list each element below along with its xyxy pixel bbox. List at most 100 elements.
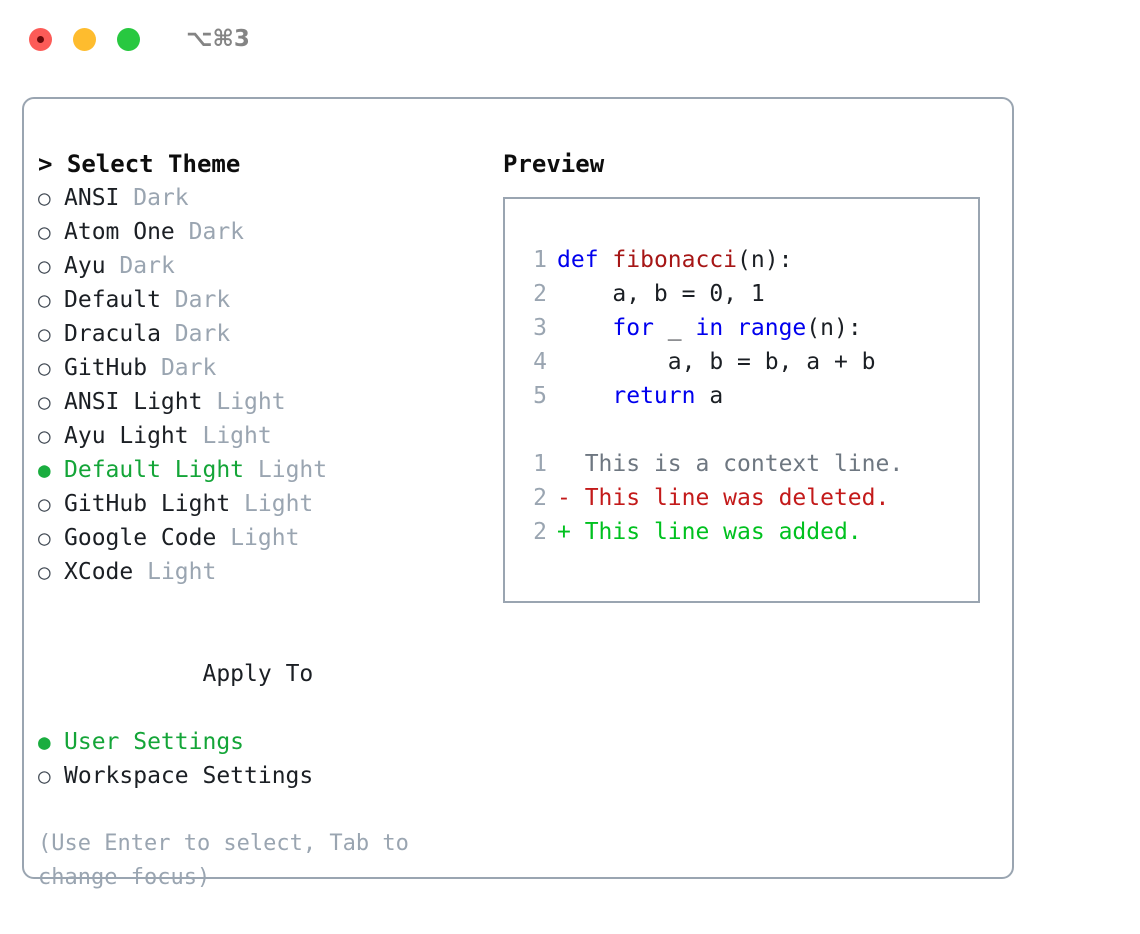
theme-option-badge: Light: [257, 457, 328, 483]
theme-option-label: Google Code: [64, 525, 217, 551]
theme-option-default-light[interactable]: ● Default Light Light: [38, 453, 502, 487]
keyboard-shortcut-label: ⌥⌘3: [186, 26, 250, 52]
theme-option-badge: Light: [244, 491, 314, 517]
minimize-button[interactable]: [73, 27, 96, 51]
theme-option-badge: Light: [147, 559, 217, 585]
apply-to-title-indent: [176, 657, 202, 691]
code-line: 5 return a: [517, 379, 978, 413]
label-gap: [244, 453, 258, 487]
apply-to-option-user-settings[interactable]: ●User Settings: [38, 725, 502, 759]
theme-option-dracula[interactable]: ○Dracula Dark: [38, 317, 502, 351]
theme-option-label: GitHub Light: [64, 491, 231, 517]
diff-sign: -: [557, 485, 571, 511]
theme-option-google-code[interactable]: ○ Google Code Light: [38, 521, 502, 555]
code-token: a: [695, 383, 724, 409]
diff-line: 2- This line was deleted.: [517, 481, 978, 515]
code-token: [723, 315, 737, 341]
maximize-button[interactable]: [117, 27, 140, 51]
theme-option-atom-one[interactable]: ○Atom One Dark: [38, 215, 502, 249]
code-line: 1 def fibonacci(n):: [517, 243, 978, 277]
radio-unselected-icon: ○: [38, 492, 51, 516]
code-token: (n):: [806, 315, 862, 341]
radio-unselected-icon: ○: [38, 390, 51, 414]
code-line-number: 4: [533, 349, 547, 375]
theme-option-badge: Light: [230, 525, 300, 551]
apply-to-title-text: Apply To: [202, 661, 314, 687]
preview-title: Preview: [503, 150, 605, 178]
code-token: fibonacci: [612, 247, 738, 273]
theme-option-github-light[interactable]: ○ GitHub Light Light: [38, 487, 502, 521]
diff-line: 1 This is a context line.: [517, 447, 978, 481]
label-gap: [106, 249, 120, 283]
label-gap: [119, 181, 133, 215]
apply-to-option-workspace-settings[interactable]: ○Workspace Settings: [38, 759, 502, 793]
apply-to-option-label: Workspace Settings: [64, 763, 314, 789]
diff-sample: 1 This is a context line.2- This line wa…: [517, 447, 978, 549]
radio-unselected-icon: ○: [38, 288, 51, 312]
code-token: _: [653, 315, 696, 341]
theme-option-ayu-light[interactable]: ○Ayu Light Light: [38, 419, 502, 453]
code-token: range: [737, 315, 807, 341]
radio-unselected-icon: ○: [38, 322, 51, 346]
main-panel: > Select Theme ○ANSI Dark○Atom One Dark○…: [22, 97, 1014, 890]
code-line: 2 a, b = 0, 1: [517, 277, 978, 311]
diff-line: 2+ This line was added.: [517, 515, 978, 549]
theme-option-github[interactable]: ○GitHub Dark: [38, 351, 502, 385]
theme-option-ansi[interactable]: ○ANSI Dark: [38, 181, 502, 215]
theme-option-label: ANSI Light: [64, 389, 203, 415]
code-token: a, b = b, a + b: [557, 349, 876, 375]
label-gap: [161, 317, 175, 351]
code-token: (n):: [737, 247, 793, 273]
diff-line-number: 2: [533, 485, 547, 511]
theme-option-badge: Dark: [174, 321, 231, 347]
diff-line-text: This is a context line.: [570, 451, 904, 477]
code-token: [557, 315, 612, 341]
code-token: for: [612, 315, 654, 341]
radio-unselected-icon: ○: [38, 424, 51, 448]
diff-sign: +: [557, 519, 571, 545]
code-line-number: 1: [533, 247, 547, 273]
code-token: [557, 383, 612, 409]
radio-unselected-icon: ○: [38, 560, 51, 584]
radio-unselected-icon: ○: [38, 186, 51, 210]
apply-to-option-label: User Settings: [64, 729, 245, 755]
code-token: def: [557, 247, 599, 273]
label-gap: [147, 351, 161, 385]
radio-unselected-icon: ○: [38, 220, 51, 244]
diff-line-text: This line was deleted.: [570, 485, 890, 511]
window-controls: [29, 27, 140, 51]
theme-option-label: GitHub: [64, 355, 148, 381]
code-line-number: 5: [533, 383, 547, 409]
section-spacer: [38, 589, 502, 623]
theme-option-list[interactable]: ○ANSI Dark○Atom One Dark○Ayu Dark○Defaul…: [38, 181, 502, 589]
code-line-text: for _ in range(n):: [557, 311, 862, 345]
code-line-text: a, b = 0, 1: [557, 277, 764, 311]
close-button[interactable]: [29, 27, 52, 51]
code-line: 3 for _ in range(n):: [517, 311, 978, 345]
theme-option-ayu[interactable]: ○Ayu Dark: [38, 249, 502, 283]
theme-option-xcode[interactable]: ○XCode Light: [38, 555, 502, 589]
code-line: 4 a, b = b, a + b: [517, 345, 978, 379]
close-icon: [37, 35, 44, 43]
label-gap: [189, 419, 203, 453]
label-gap: [133, 555, 147, 589]
theme-option-label: Default: [64, 287, 161, 313]
select-theme-header: > Select Theme: [38, 150, 241, 178]
theme-option-badge: Dark: [133, 185, 189, 211]
radio-selected-icon: ●: [38, 458, 51, 482]
code-line-number: 2: [533, 281, 547, 307]
label-gap: [230, 487, 244, 521]
theme-option-ansi-light[interactable]: ○ ANSI Light Light: [38, 385, 502, 419]
theme-option-label: Default Light: [64, 457, 245, 483]
apply-to-option-list[interactable]: ●User Settings○Workspace Settings: [38, 725, 502, 793]
code-token: return: [612, 383, 696, 409]
radio-unselected-icon: ○: [38, 526, 51, 550]
theme-option-default[interactable]: ○Default Dark: [38, 283, 502, 317]
diff-line-number: 1: [533, 451, 547, 477]
theme-option-label: Ayu: [64, 253, 106, 279]
diff-line-text: This line was added.: [570, 519, 862, 545]
code-token: in: [695, 315, 724, 341]
theme-option-badge: Light: [216, 389, 286, 415]
